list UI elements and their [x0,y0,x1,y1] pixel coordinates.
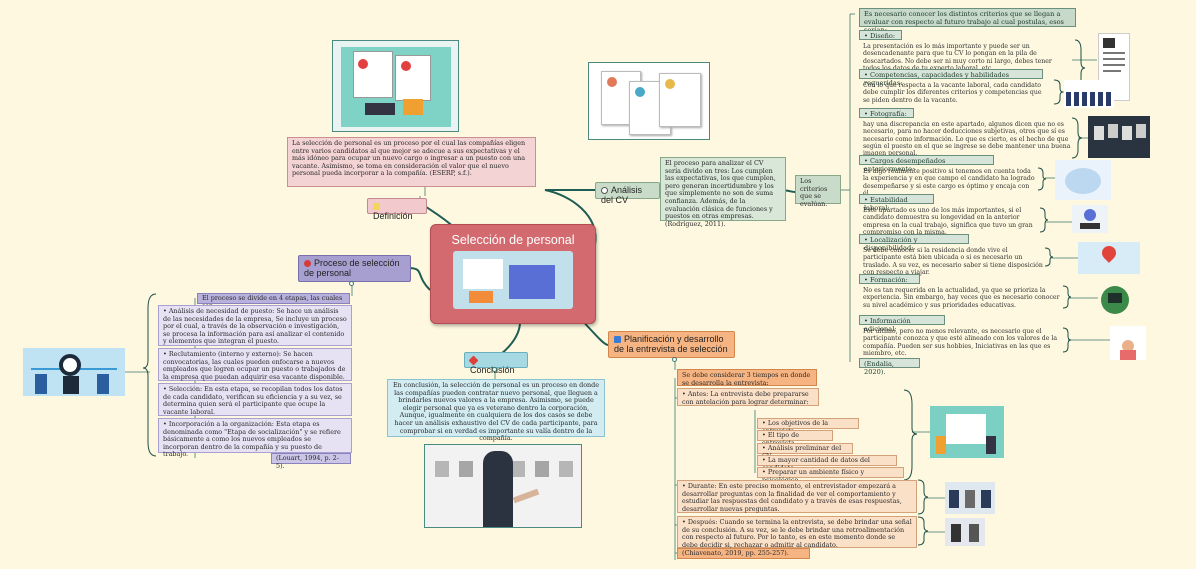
collapse-handle[interactable] [349,281,354,286]
location-thumbnail [1078,242,1140,274]
question-thumbnail [1110,326,1146,360]
criterio-title-5: • Estabilidad laboral: [859,194,934,212]
proceso-citation: (Louart, 1994, p. 2-5). [271,453,351,469]
cv-illustration [588,62,710,140]
planificacion-antes: • Antes: La entrevista debe prepararse c… [677,388,819,406]
criterio-text-8: Por último, pero no menos relevante, es … [863,328,1058,357]
handshake-thumbnail [945,518,985,546]
criterio-title-8: • Información adicional: [859,315,945,333]
topic-analisis[interactable]: Análisis del CV [595,182,660,205]
proceso-step-3: • Selección: En esta etapa, se recopilan… [158,383,352,416]
antes-item-1: • Los objetivos de la entrevista. [757,418,859,434]
topic-conclusion[interactable]: Conclusión [464,352,528,375]
collapse-handle[interactable] [492,367,497,372]
criterio-text-7: No es tan requerida en la actualidad, ya… [863,287,1060,309]
interview-thumbnail [930,406,1004,458]
proceso-step-2: • Reclutamiento (interno y externo): Se … [158,348,352,381]
magnifier-illustration [23,348,125,396]
team-thumbnail [1064,80,1114,108]
topic-definicion[interactable]: Definición [367,198,427,221]
lightbulb-icon [373,203,380,210]
criterio-title-2: • Competencias, capacidades y habilidade… [859,69,1043,87]
meeting-thumbnail [945,482,995,514]
criterio-title-7: • Formación: [859,274,920,284]
criterio-title-1: • Diseño: [859,30,902,40]
topic-planificacion[interactable]: Planificación y desarrollo de la entrevi… [608,331,735,358]
photos-thumbnail [1088,116,1150,158]
planificacion-despues: • Después: Cuando se termina la entrevis… [677,516,917,549]
topic-proceso[interactable]: Proceso de selección de personal [298,255,411,282]
star-icon [468,355,479,366]
planificacion-durante: • Durante: En este preciso momento, el e… [677,480,917,513]
antes-item-5: • Preparar un ambiente físico y psicológ… [757,467,904,483]
proceso-step-1: • Análisis de necesidad de puesto: Se ha… [158,305,352,346]
central-illustration [453,251,573,309]
stability-thumbnail [1072,205,1108,233]
education-thumbnail [1098,283,1132,315]
criterio-title-4: • Cargos desempeñados anteriormente: [859,155,994,173]
person-icon [304,260,311,267]
proceso-intro: El proceso se divide en 4 etapas, las cu… [197,293,350,309]
criterio-title-6: • Localización y disponibilidad: [859,234,969,252]
criterio-title-3: • Fotografía: [859,108,914,118]
calendar-icon [614,336,621,343]
collapse-handle[interactable] [672,357,677,362]
criterio-text-6: Se debe conocer si la residencia donde v… [863,247,1043,276]
criterio-text-3: hay una discrepancia en este apartado, a… [863,121,1071,158]
criterio-text-4: Es algo realmente positivo si tenemos en… [863,168,1035,197]
candidates-illustration [424,444,582,528]
planificacion-intro: Se debe considerar 3 tiempos en donde se… [677,369,817,386]
central-topic[interactable]: Selección de personal [430,224,596,324]
criterio-text-1: La presentación es lo más importante y p… [863,43,1052,72]
criterio-text-2: Con lo que respecta a la vacante laboral… [863,82,1042,104]
clock-icon [601,187,608,194]
analisis-note: El proceso para analizar el CV sería div… [660,157,786,228]
career-thumbnail [1055,160,1111,200]
antes-item-2: • El tipo de entrevista. [757,430,833,446]
criterios-label: Los criterios que se evalúan. [795,175,841,208]
central-title: Selección de personal [451,233,575,247]
conclusion-note: En conclusión, la selección de personal … [387,379,605,442]
criterios-citation: (Endalia, 2020). [859,358,920,376]
antes-item-4: • La mayor cantidad de datos del candida… [757,455,897,471]
definition-illustration [332,40,459,132]
definition-note: La selección de personal es un proceso p… [287,137,536,187]
planificacion-citation: (Chiavenato, 2019, pp. 255-257). [677,548,810,559]
antes-item-3: • Análisis preliminar del CV. [757,443,853,459]
criterios-intro: Es necesario conocer los distintos crite… [859,8,1076,34]
criterio-text-5: Este apartado es uno de los más importan… [863,207,1033,236]
proceso-step-4: • Incorporación a la organización: Esta … [158,418,352,458]
